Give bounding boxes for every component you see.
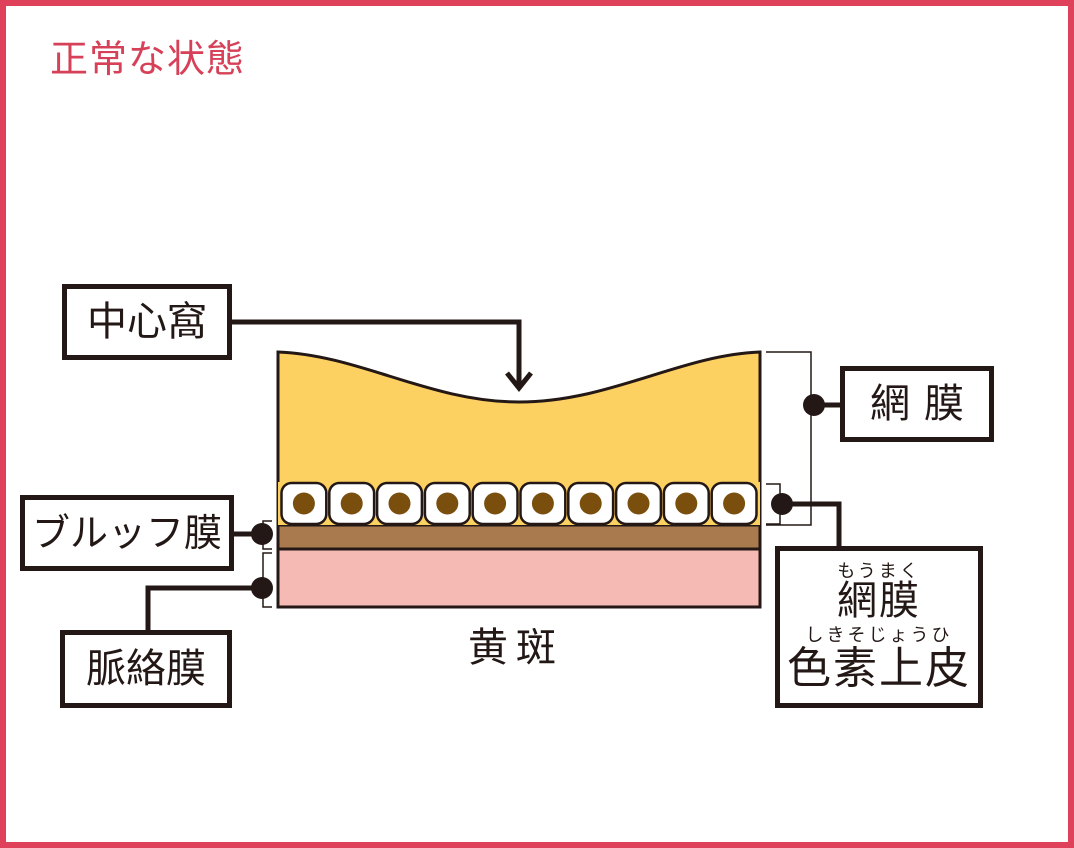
choroid-label-box: 脈絡膜 [60,630,232,708]
bruch-label-box: ブルッフ膜 [20,495,234,571]
rpe-cell-nucleus [531,492,554,515]
fovea-arrowhead [505,371,533,393]
rpe-cell-nucleus [675,492,698,515]
rpe-cell-nucleus [484,492,507,515]
rpe-cell-nucleus [579,492,602,515]
choroid-layer [276,547,762,609]
rpe-leader-dot [771,493,793,515]
rpe-ruby-1: もうまく [837,561,921,582]
choroid-leader-dot [251,577,273,599]
retina-bracket [766,351,812,526]
rpe-cell-nucleus [723,492,746,515]
bruch-leader-dot [251,523,273,545]
rpe-cell-nucleus [292,492,315,515]
choroid-leader-line [145,585,262,632]
rpe-cell-nucleus [627,492,650,515]
rpe-cell-nucleus [340,492,363,515]
retina-leader-dot [803,394,825,416]
rpe-label-box: もうまく 網膜 しきそじょうひ 色素上皮 [775,546,983,708]
rpe-label-line-2: 色素上皮 [787,643,971,694]
choroid-label: 脈絡膜 [86,646,206,692]
fovea-label-box: 中心窩 [62,284,232,360]
rpe-ruby-2: しきそじょうひ [805,625,953,646]
diagram-title: 正常な状態 [50,37,246,81]
rpe-label-line-1: 網膜 [837,578,921,624]
rpe-leader-line [782,501,842,548]
bruch-label: ブルッフ膜 [31,511,222,555]
macula-label: 黄斑 [468,625,564,671]
retina-label-box: 網膜 [840,366,994,442]
retina-label: 網膜 [870,381,978,427]
rpe-cells [280,481,758,526]
rpe-cell-nucleus [388,492,411,515]
fovea-leader-line [230,319,522,385]
bruch-membrane-layer [276,523,762,551]
fovea-label: 中心窩 [87,299,207,345]
rpe-cell-nucleus [436,492,459,515]
